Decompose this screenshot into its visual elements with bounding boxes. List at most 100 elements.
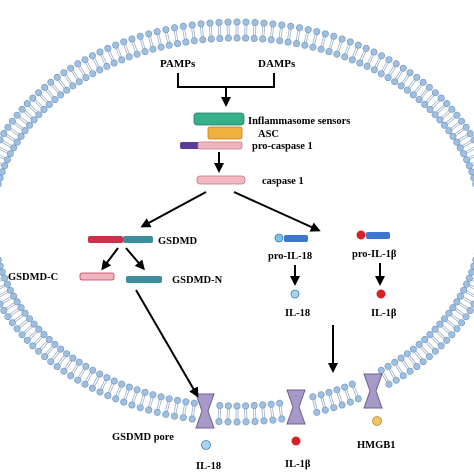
lipid-head (309, 393, 317, 401)
lipid-head (445, 309, 453, 317)
released-hmgb1-label: HMGB1 (357, 440, 396, 451)
lipid-head (267, 36, 275, 44)
lipid-tail (182, 29, 187, 40)
lipid-head (321, 30, 329, 38)
lipid-head (313, 28, 321, 36)
lipid-tail (39, 340, 49, 351)
lipid-head (425, 83, 433, 91)
lipid-head (57, 91, 65, 99)
lipid-head (431, 325, 439, 333)
lipid-head (370, 48, 378, 56)
lipid-head (466, 130, 474, 138)
lipid-head (23, 100, 31, 108)
lipid-tail (0, 146, 9, 154)
lipid-head (403, 350, 411, 358)
lipid-tail (336, 392, 343, 403)
signal-merge-bracket (177, 73, 275, 107)
lipid-head (325, 48, 333, 56)
lipid-tail (57, 79, 67, 89)
lipid-head (118, 380, 126, 388)
lipid-head (4, 313, 12, 321)
released-hmgb1-icon (372, 416, 382, 426)
lipid-head (145, 406, 153, 414)
lipid-tail (441, 325, 451, 334)
lipid-head (4, 123, 12, 131)
lipid-head (449, 132, 457, 140)
lipid-tail (261, 25, 266, 37)
lipid-head (174, 396, 182, 404)
lipid-head (425, 353, 433, 361)
lipid-head (341, 53, 349, 61)
lipid-head (445, 127, 453, 135)
lipid-head (110, 59, 118, 67)
lipid-tail (344, 44, 351, 55)
caspase1-icon (196, 175, 246, 185)
lipid-head (57, 345, 65, 353)
lipid-tail (131, 41, 138, 52)
lipid-tail (419, 88, 429, 99)
lipid-head (21, 309, 29, 317)
lipid-head (377, 366, 385, 374)
lipid-tail (450, 121, 461, 131)
lipid-head (35, 89, 43, 97)
lipid-head (431, 347, 439, 355)
lipid-head (216, 401, 224, 409)
lipid-tail (200, 26, 204, 37)
lipid-head (269, 416, 277, 424)
lipid-head (67, 372, 75, 380)
lipid-head (436, 116, 444, 124)
lipid-head (437, 94, 445, 102)
lipid-head (415, 96, 423, 104)
lipid-tail (115, 386, 122, 397)
lipid-head (13, 325, 21, 333)
lipid-head (81, 56, 89, 64)
lipid-head (67, 64, 75, 72)
lipid-tail (39, 93, 49, 104)
lipid-tail (23, 325, 33, 334)
lipid-tail (367, 54, 374, 65)
lipid-head (74, 376, 82, 384)
lipid-head (301, 41, 309, 49)
lipid-head (338, 35, 346, 43)
lipid-tail (401, 74, 410, 85)
lipid-head (89, 366, 97, 374)
lipid-tail (13, 313, 24, 323)
lipid-head (63, 350, 71, 358)
lipid-tail (395, 364, 403, 375)
lipid-head (128, 35, 136, 43)
pro-il18-body-icon (284, 235, 308, 242)
lipid-head (0, 256, 2, 263)
lipid-head (0, 268, 6, 276)
lipid-head (179, 414, 187, 422)
lipid-head (179, 22, 187, 30)
lipid-tail (217, 408, 222, 419)
lipid-head (448, 331, 456, 339)
lipid-tail (148, 397, 154, 408)
lipid-head (0, 181, 2, 188)
lipid-tail (156, 399, 162, 410)
lipid-head (82, 74, 90, 82)
pro-il1b-body-icon (366, 232, 390, 239)
lipid-tail (123, 44, 130, 55)
lipid-head (260, 417, 268, 425)
lipid-head (103, 374, 111, 382)
lipid-head (465, 274, 473, 282)
lipid-tail (425, 340, 435, 351)
lipid-head (456, 144, 464, 152)
lipid-head (440, 315, 448, 323)
lipid-tail (352, 386, 359, 397)
lipid-head (96, 388, 104, 396)
lipid-head (440, 121, 448, 129)
lipid-tail (92, 376, 100, 387)
lipid-tail (465, 146, 474, 154)
lipid-head (0, 306, 8, 314)
released-il1b-label: IL-1β (285, 459, 311, 470)
lipid-head (224, 402, 232, 410)
lipid-head (458, 117, 466, 125)
lipid-head (21, 127, 29, 135)
lipid-head (242, 34, 250, 42)
lipid-head (41, 353, 49, 361)
lipid-tail (462, 140, 473, 148)
lipid-tail (374, 57, 382, 68)
lipid-head (370, 66, 378, 74)
